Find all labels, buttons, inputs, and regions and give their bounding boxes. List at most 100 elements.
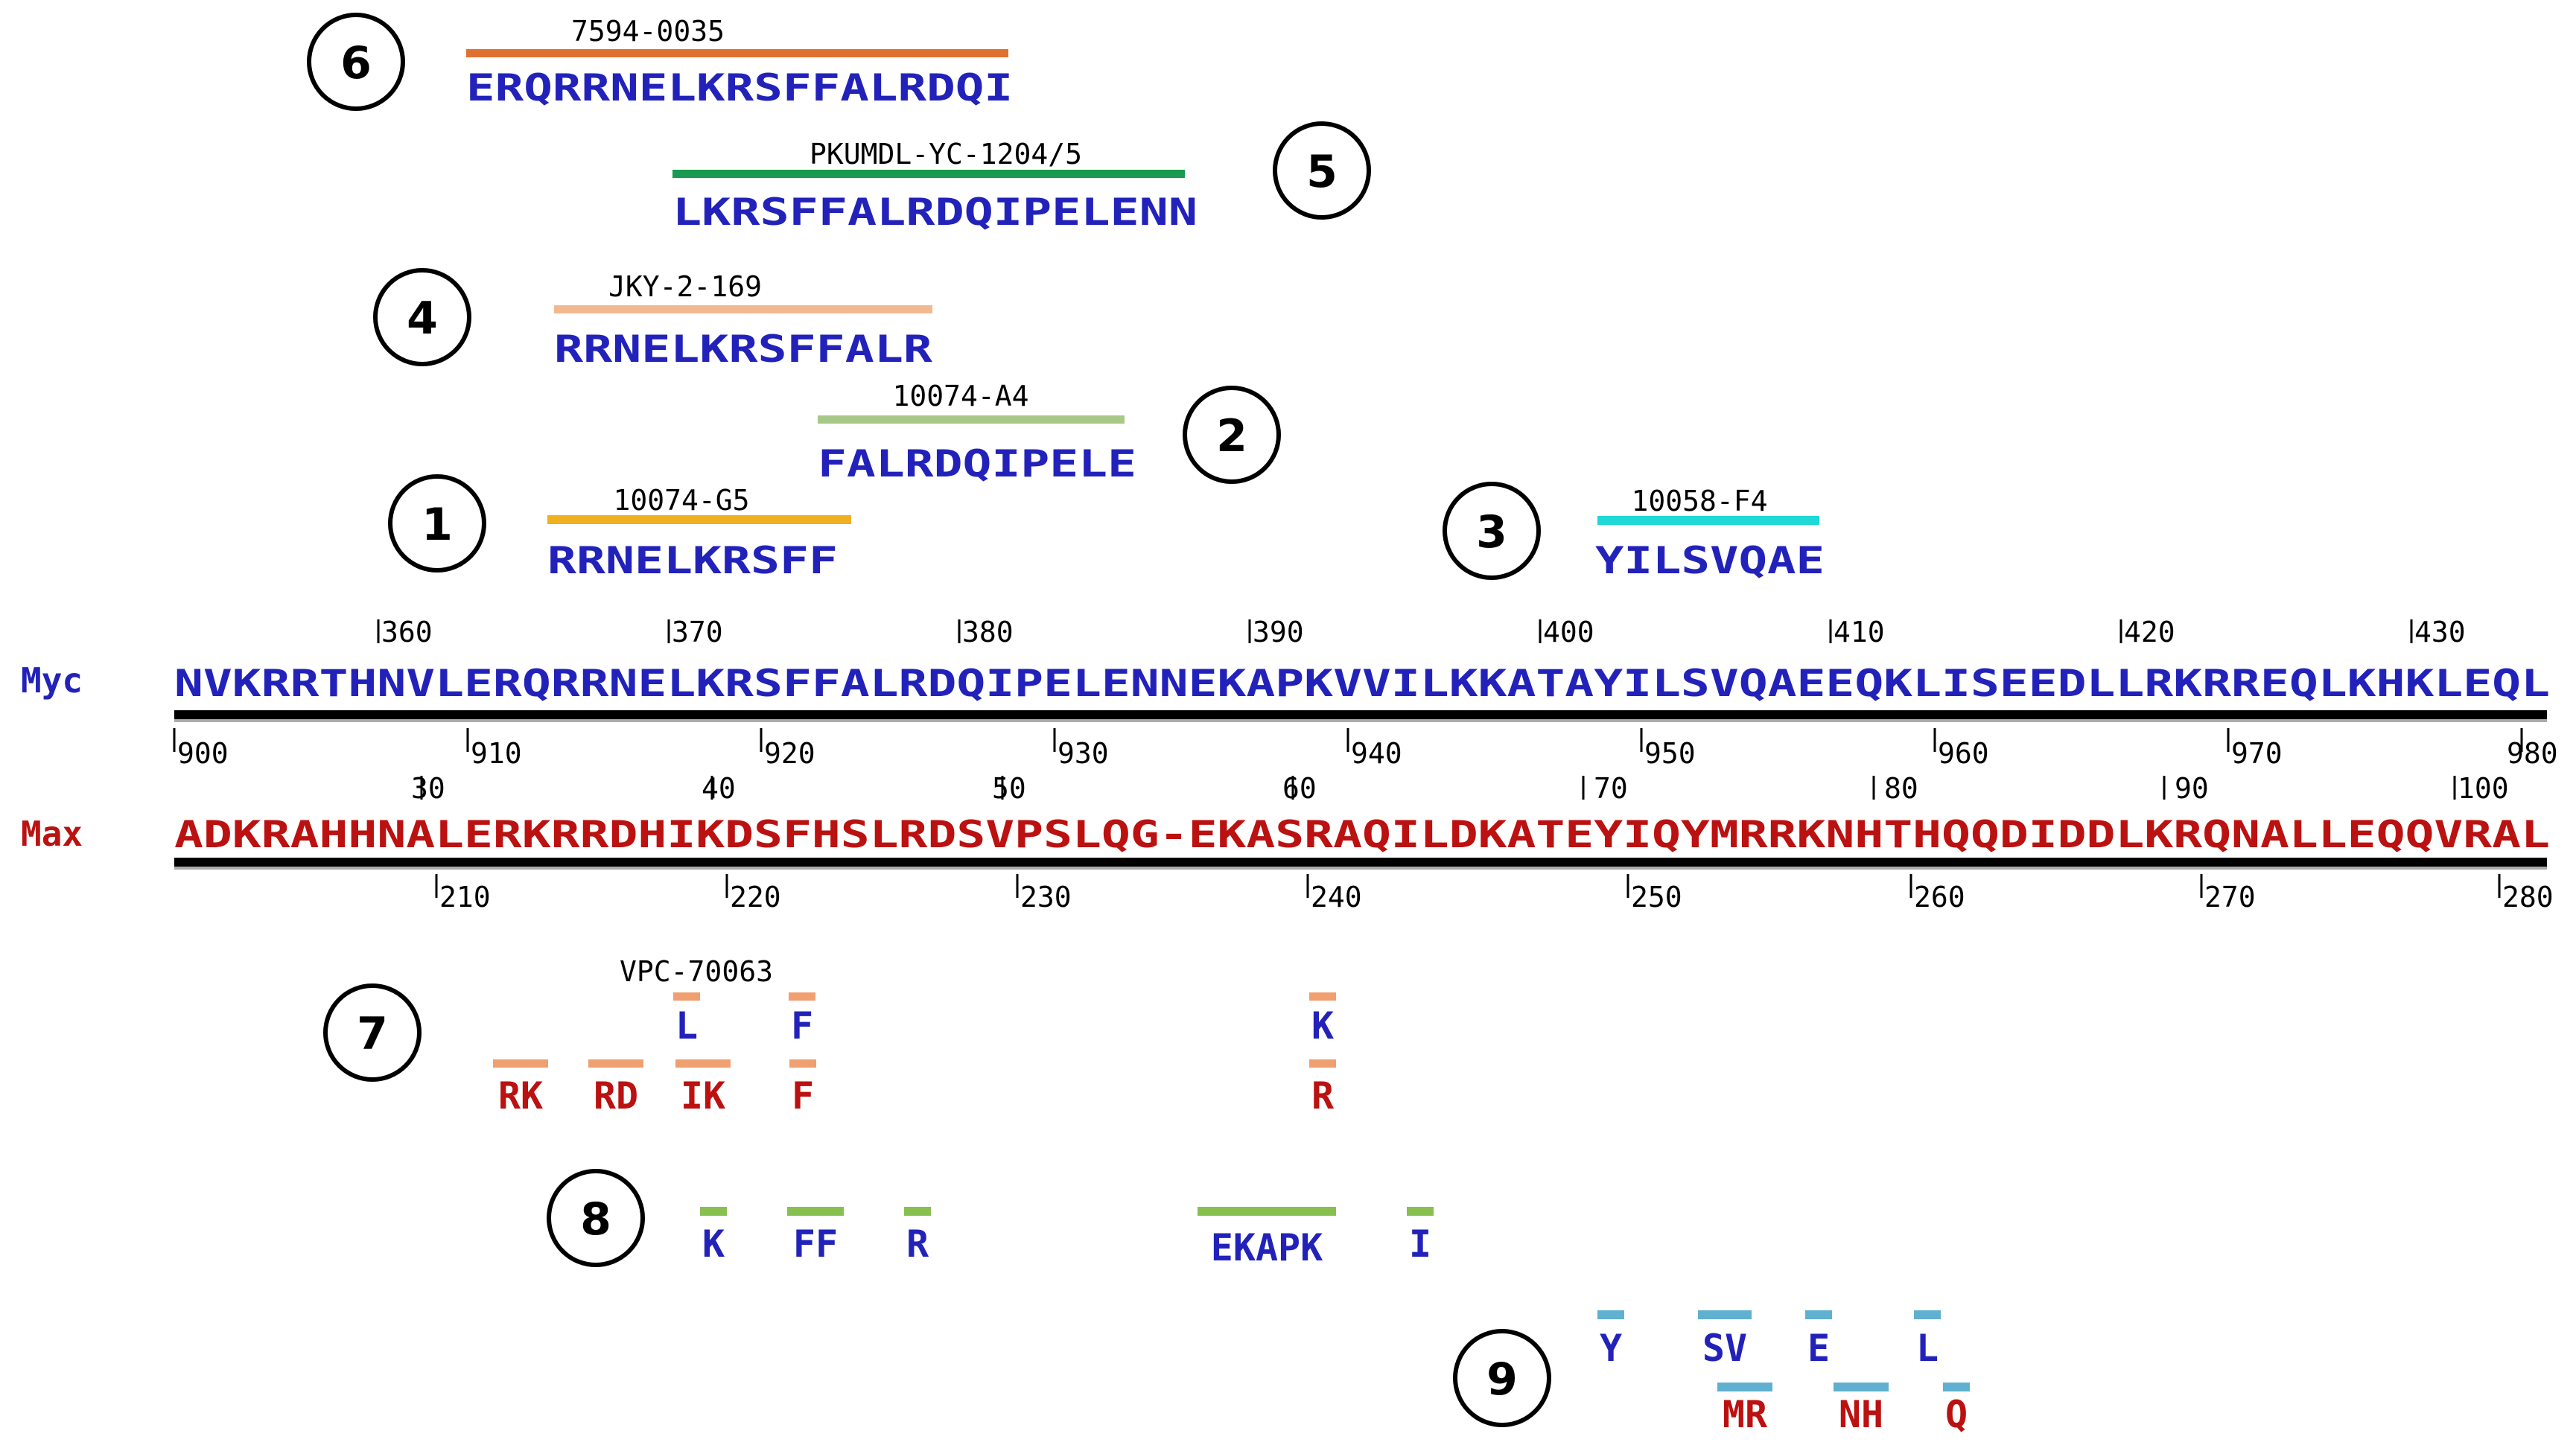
myc-tick-label: 390 [1253, 616, 1304, 648]
max-tick-label: 100 [2458, 772, 2509, 805]
compound-5-peptide: LKRSFFALRDQIPELENN [672, 191, 1198, 234]
compound-5-bar [672, 170, 1185, 178]
vpc-bar [789, 992, 815, 1001]
max-ticks-top: 30 40 50 60 70 80 90 100 [411, 772, 2509, 805]
compound-3-peptide: YILSVQAE [1595, 539, 1825, 582]
site8-bar [700, 1207, 727, 1216]
max-tick-label: 30 [411, 772, 445, 805]
max-tick-label: 230 [1020, 881, 1072, 913]
circle-3 [1443, 482, 1541, 580]
vpc-bar [1309, 1059, 1336, 1068]
site9-bar [1914, 1310, 1941, 1319]
site8-bar [904, 1207, 931, 1216]
circle-4-number: 4 [407, 293, 438, 345]
vpc-name: VPC-70063 [620, 955, 773, 988]
max-ticks-bottom: 210 220 230 240 250 260 270 280 [435, 874, 2554, 913]
site9-myc-residue: E [1807, 1327, 1830, 1370]
circle-7-number: 7 [357, 1008, 388, 1060]
max-tick-label: 250 [1631, 881, 1682, 913]
site8-residue: R [906, 1222, 929, 1266]
myc-tick-label: 420 [2124, 616, 2175, 648]
site-8: 8 K FF R EKAPK I [547, 1169, 1434, 1269]
compound-1-bar [547, 515, 851, 524]
myc-ticks: 360 370 380 390 400 410 420 430 [377, 616, 2466, 648]
scale-tick-label: 970 [2231, 737, 2283, 770]
compound-6: 6 7594-0035 ERQRRNELKRSFFALRDQI [307, 13, 1013, 111]
circle-8 [547, 1169, 645, 1267]
circle-7 [323, 983, 422, 1082]
compound-2-peptide: FALRDQIPELE [818, 442, 1136, 485]
site9-max-residue: Q [1945, 1393, 1968, 1436]
site-7: 7 VPC-70063 L F K RK RD IK F R [323, 955, 1336, 1117]
site9-bar [1943, 1383, 1970, 1391]
site9-bar [1717, 1383, 1772, 1391]
max-tick-label: 60 [1282, 772, 1317, 805]
vpc-max-residue: F [792, 1074, 814, 1117]
site9-bar [1834, 1383, 1889, 1391]
circle-1-number: 1 [422, 499, 453, 551]
compound-4-name: JKY-2-169 [608, 270, 762, 303]
max-tick-label: 220 [730, 881, 781, 913]
circle-2 [1183, 386, 1281, 484]
circle-5-number: 5 [1306, 146, 1338, 198]
circle-9 [1453, 1329, 1551, 1427]
circle-3-number: 3 [1476, 506, 1507, 558]
max-tick-label: 70 [1594, 772, 1628, 805]
circle-2-number: 2 [1216, 410, 1247, 462]
scale-tick-label: 950 [1644, 737, 1696, 770]
circle-9-number: 9 [1486, 1353, 1518, 1406]
max-baseline [174, 858, 2547, 867]
site9-bar [1805, 1310, 1832, 1319]
vpc-bar [675, 1059, 731, 1068]
compound-4-bar [554, 305, 932, 313]
max-sequence: ADKRAHHNALERKRRDHIKDSFHSLRDSVPSLQG-EKASR… [174, 813, 2550, 856]
vpc-max-residue: RK [498, 1074, 543, 1117]
circle-5 [1273, 121, 1371, 220]
max-tick-label: 50 [992, 772, 1026, 805]
compound-1-peptide: RRNELKRSFF [547, 539, 838, 582]
site8-bar [787, 1207, 844, 1216]
max-tick-label: 90 [2175, 772, 2209, 805]
myc-tick-label: 410 [1834, 616, 1885, 648]
vpc-bar [493, 1059, 548, 1068]
myc-baseline [174, 710, 2547, 719]
circle-1 [388, 474, 486, 573]
site-9: 9 Y SV E L MR NH Q [1453, 1310, 1970, 1436]
circle-8-number: 8 [580, 1193, 611, 1246]
site8-bar [1407, 1207, 1434, 1216]
myc-label: Myc [21, 660, 83, 701]
scale-tick-label: 900 [177, 737, 229, 770]
vpc-bar [588, 1059, 643, 1068]
myc-tick-label: 360 [381, 616, 433, 648]
myc-tick-label: 430 [2414, 616, 2466, 648]
compound-2-name: 10074-A4 [892, 380, 1028, 412]
max-tick-label: 280 [2502, 881, 2554, 913]
circle-4 [373, 268, 471, 366]
max-tick-label: 270 [2204, 881, 2256, 913]
compound-6-peptide: ERQRRNELKRSFFALRDQI [466, 66, 1013, 109]
middle-scale: 900 910 920 930 940 950 960 970 980 [173, 728, 2558, 770]
max-tick-label: 40 [702, 772, 736, 805]
compound-3: 3 10058-F4 YILSVQAE [1443, 482, 1825, 582]
max-tick-label: 260 [1914, 881, 1965, 913]
site8-bar [1198, 1207, 1336, 1216]
max-tick-label: 240 [1311, 881, 1362, 913]
site9-bar [1698, 1310, 1752, 1319]
circle-6-number: 6 [340, 37, 372, 89]
compound-5: 5 PKUMDL-YC-1204/5 LKRSFFALRDQIPELENN [672, 121, 1371, 234]
compound-3-bar [1597, 516, 1819, 525]
vpc-bar [789, 1059, 816, 1068]
compound-3-name: 10058-F4 [1631, 485, 1767, 517]
scale-tick-label: 960 [1938, 737, 1989, 770]
max-tick-label: 80 [1884, 772, 1918, 805]
site8-residue: I [1409, 1222, 1431, 1266]
max-label: Max [21, 814, 83, 854]
site8-residue: K [702, 1222, 725, 1266]
scale-tick-label: 920 [764, 737, 815, 770]
vpc-bar [673, 992, 700, 1001]
vpc-bar [1309, 992, 1336, 1001]
vpc-max-residue: IK [681, 1074, 725, 1117]
site9-myc-residue: SV [1702, 1327, 1747, 1370]
vpc-myc-residue: K [1311, 1004, 1334, 1048]
site8-residue: FF [793, 1222, 838, 1266]
